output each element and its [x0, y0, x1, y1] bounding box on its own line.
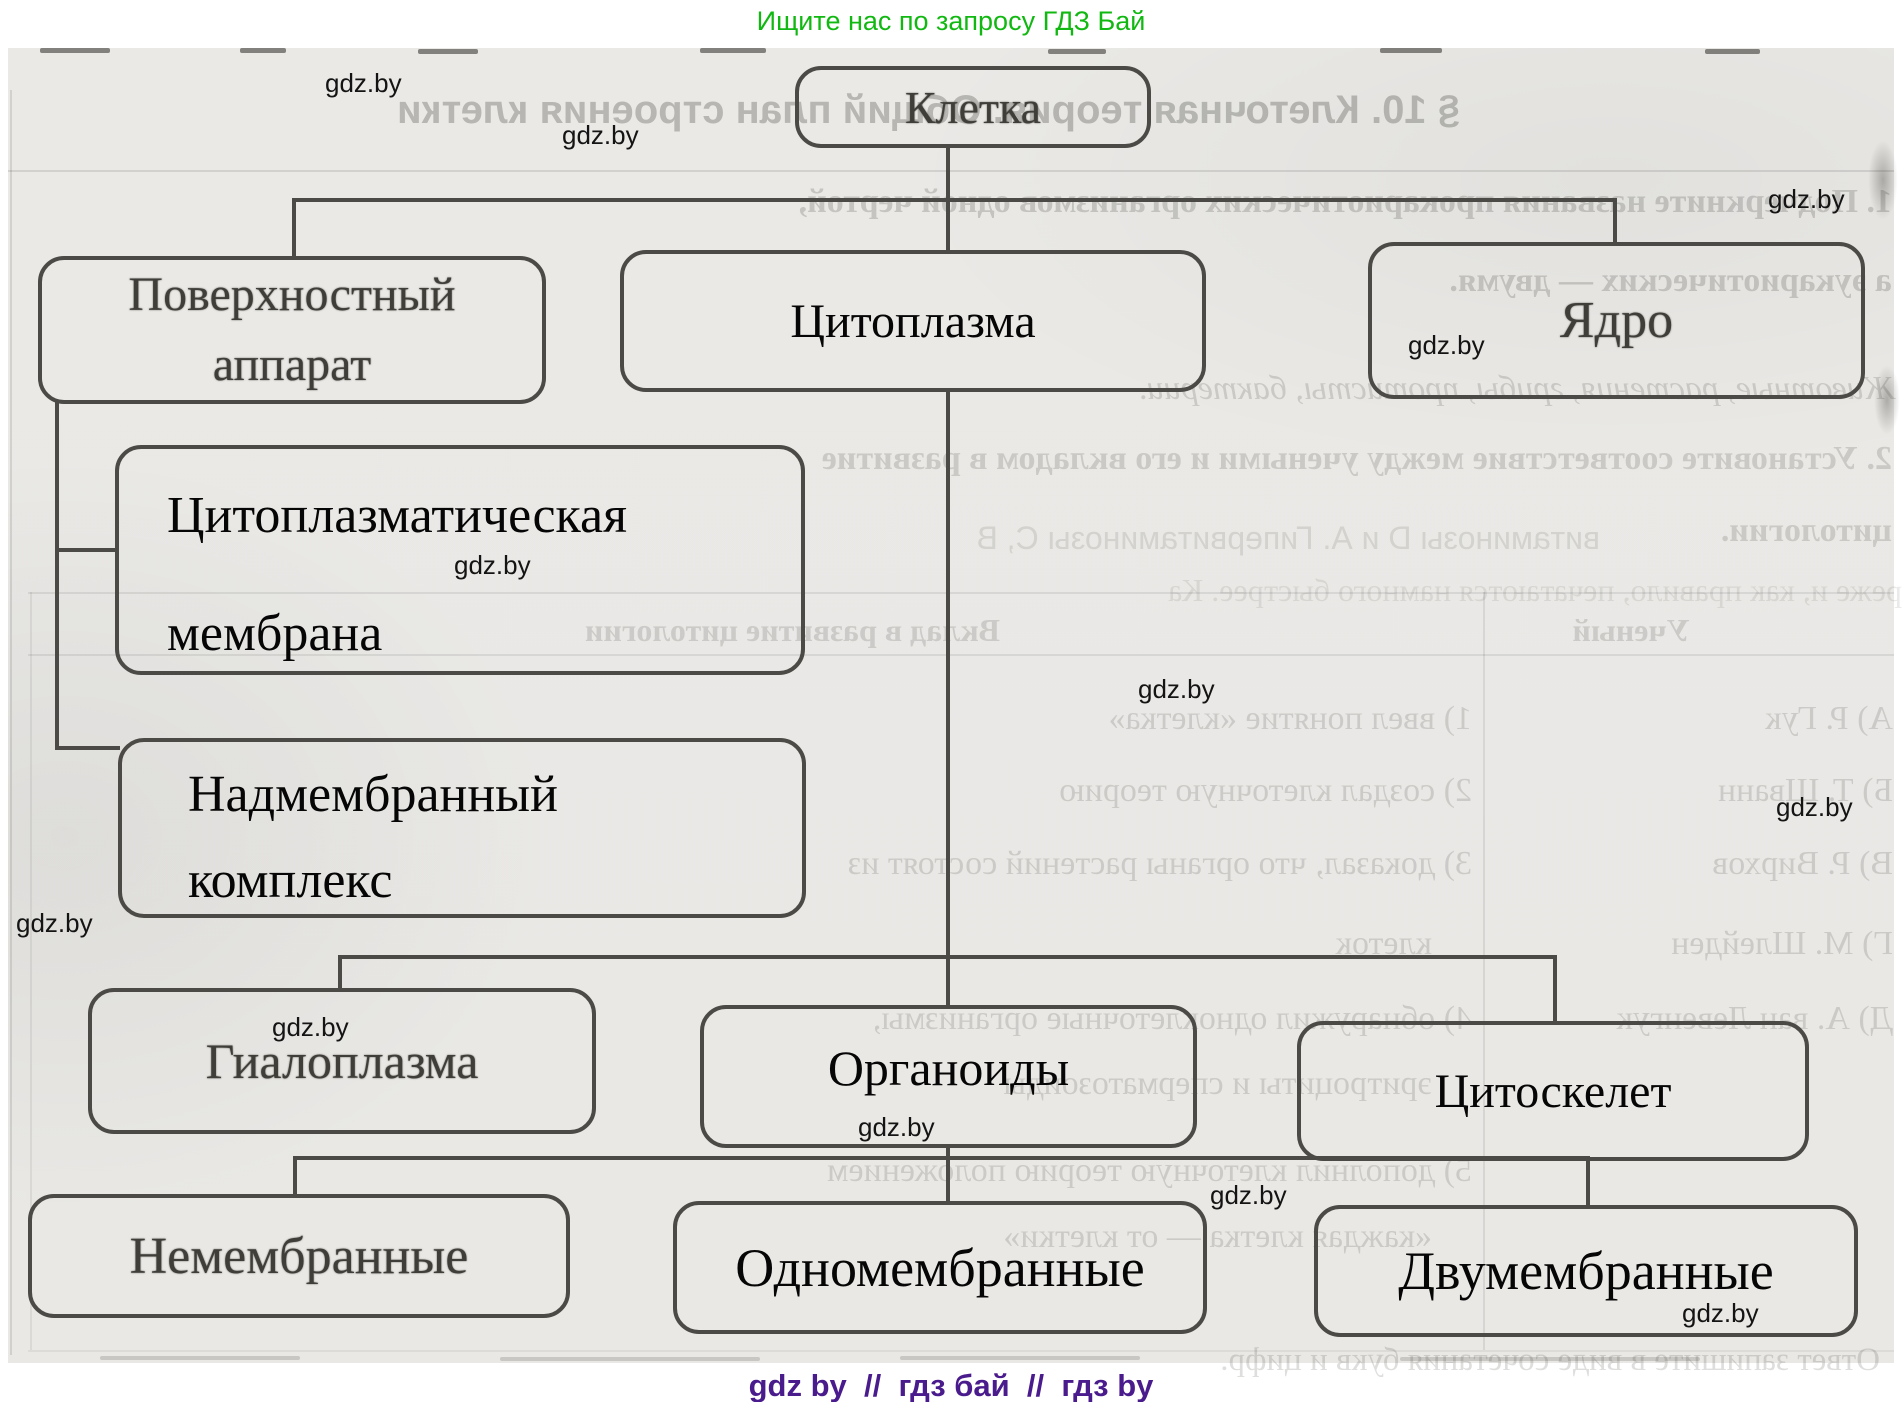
- node-cytoskeleton: Цитоскелет: [1297, 1021, 1809, 1161]
- scan-artifact: [700, 48, 766, 53]
- connector-drop-surface: [292, 198, 296, 258]
- node-cytoplasm: Цитоплазма: [620, 250, 1206, 392]
- watermark: gdz.by: [454, 550, 531, 580]
- node-cytoplasmic-membrane: Цитоплазматическая мембрана: [115, 445, 805, 675]
- node-cytoplasm-label: Цитоплазма: [790, 294, 1036, 348]
- ghost-table-line: [28, 592, 1894, 594]
- connector-organoids-single: [946, 1146, 950, 1203]
- scan-artifact: [240, 48, 286, 53]
- page-edge-shadow: [10, 90, 12, 1355]
- connector-mid-horizontal: [338, 955, 1557, 959]
- watermark: gdz.by: [16, 908, 93, 938]
- ghost-rule: [8, 170, 1894, 172]
- connector-bottom-horizontal: [293, 1156, 1590, 1160]
- node-double-membrane-label: Двумембранные: [1398, 1241, 1774, 1301]
- node-nucleus: Ядро: [1368, 242, 1865, 399]
- connector-stub-supramembrane: [55, 746, 120, 750]
- node-hyaloplasm: Гиалоплазма: [88, 988, 596, 1134]
- watermark: gdz.by: [1768, 184, 1845, 214]
- ghost-table-line: [1483, 592, 1485, 1350]
- node-organoids-label: Органоиды: [827, 1040, 1070, 1096]
- watermark: gdz.by: [325, 68, 402, 98]
- ghost-table-line: [28, 1350, 1894, 1352]
- node-hyaloplasm-label: Гиалоплазма: [205, 1033, 479, 1089]
- scanned-page: [8, 48, 1894, 1363]
- node-single-membrane-label: Одномембранные: [735, 1237, 1145, 1298]
- connector-top-horizontal: [292, 198, 1617, 202]
- node-cell-label: Клетка: [904, 81, 1042, 133]
- node-supramembrane-complex-label: Надмембранный комплекс: [188, 766, 558, 909]
- node-non-membrane-label: Немембранные: [129, 1227, 469, 1285]
- node-non-membrane: Немембранные: [28, 1194, 570, 1318]
- node-organoids: Органоиды: [700, 1005, 1197, 1148]
- node-cytoskeleton-label: Цитоскелет: [1434, 1064, 1672, 1118]
- watermark: gdz.by: [1408, 330, 1485, 360]
- node-cell: Клетка: [795, 66, 1151, 148]
- scan-artifact: [1874, 365, 1900, 435]
- promo-header: Ищите нас по запросу ГДЗ Бай: [756, 6, 1146, 36]
- watermark: gdz.by: [562, 120, 639, 150]
- watermark: gdz.by: [1138, 674, 1215, 704]
- scan-artifact: [500, 1357, 760, 1361]
- watermark: gdz.by: [1776, 792, 1853, 822]
- scan-artifact: [1380, 48, 1442, 53]
- connector-drop-nonmembrane: [293, 1156, 297, 1196]
- ghost-table-line: [28, 654, 1894, 656]
- connector-drop-cytoskeleton: [1553, 955, 1557, 1023]
- watermark: gdz.by: [272, 1012, 349, 1042]
- scan-artifact: [40, 48, 110, 53]
- footer-brand: gdz by // гдз бай // гдз by: [0, 1368, 1902, 1402]
- scan-artifact: [1705, 49, 1760, 54]
- connector-drop-nucleus: [1613, 198, 1617, 244]
- scan-artifact: [1400, 1357, 1700, 1361]
- footer-brand-text: gdz by // гдз бай // гдз by: [748, 1368, 1154, 1402]
- scan-artifact: [1048, 49, 1106, 54]
- node-supramembrane-complex: Надмембранный комплекс: [118, 738, 806, 918]
- scan-artifact: [100, 1356, 300, 1360]
- node-single-membrane: Одномембранные: [673, 1201, 1207, 1334]
- watermark: gdz.by: [1210, 1180, 1287, 1210]
- connector-drop-hyaloplasm: [338, 955, 342, 990]
- node-surface-apparatus-label: Поверхностный аппарат: [128, 268, 456, 391]
- watermark: gdz.by: [858, 1112, 935, 1142]
- connector-left-vertical: [55, 402, 59, 750]
- node-cytoplasmic-membrane-label: Цитоплазматическая мембрана: [167, 487, 628, 662]
- ghost-table-line: [30, 592, 32, 1350]
- node-double-membrane: Двумембранные: [1314, 1205, 1858, 1337]
- connector-cell-cytoplasm: [946, 146, 950, 252]
- scan-artifact: [418, 49, 478, 54]
- connector-stub-membrane: [55, 548, 117, 552]
- node-surface-apparatus: Поверхностный аппарат: [38, 256, 546, 404]
- scan-artifact: [1868, 140, 1898, 220]
- scan-artifact: [900, 1356, 1140, 1360]
- connector-drop-doublemembrane: [1586, 1156, 1590, 1207]
- node-nucleus-label: Ядро: [1559, 292, 1674, 349]
- watermark: gdz.by: [1682, 1298, 1759, 1328]
- connector-cytoplasm-organoids: [946, 390, 950, 1007]
